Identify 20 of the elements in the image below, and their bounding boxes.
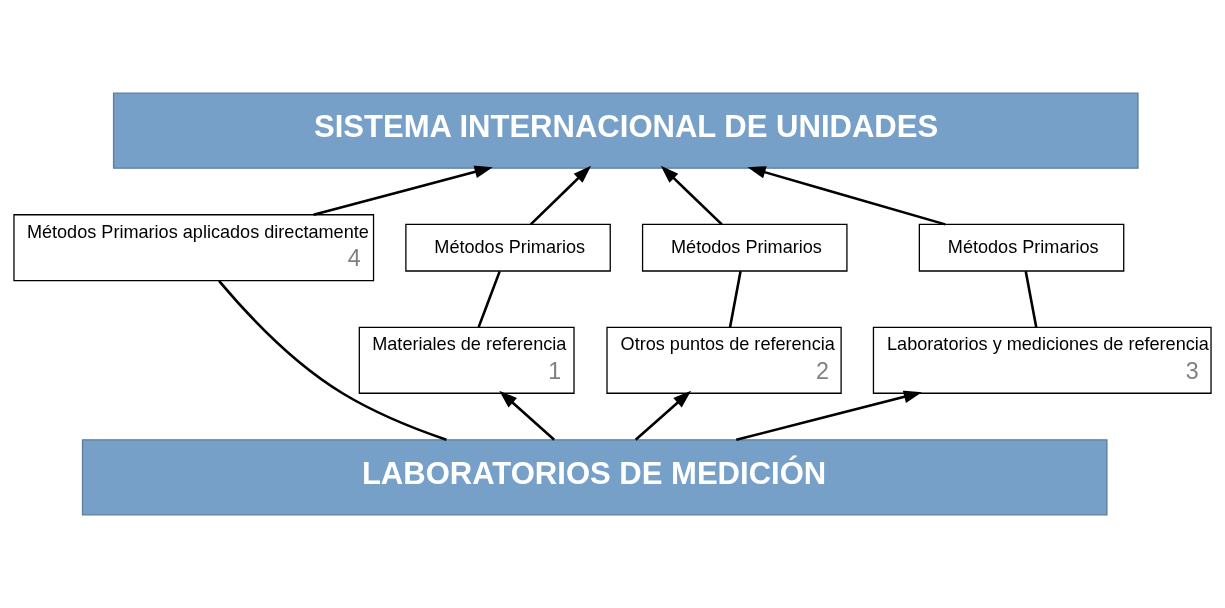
connector — [728, 271, 742, 328]
node-box: Laboratorios y mediciones de referencia 3 — [872, 326, 1212, 394]
node-box: Métodos Primarios — [405, 223, 611, 272]
node-box: Otros puntos de referencia 2 — [606, 326, 842, 394]
node-box: LABORATORIOS DE MEDICIÓN — [81, 439, 1108, 516]
arrow — [660, 165, 723, 226]
arrow — [634, 390, 692, 441]
node-box: Métodos Primarios — [918, 223, 1125, 272]
node-box: Métodos Primarios aplicados directamente 4 — [13, 214, 375, 282]
arrow — [529, 165, 592, 226]
node-box: Métodos Primarios — [641, 223, 848, 272]
node-box: Materiales de referencia 1 — [358, 326, 575, 394]
arrow — [313, 165, 493, 216]
arrow — [747, 166, 946, 226]
connector — [477, 270, 501, 328]
arrow — [499, 390, 556, 441]
node-box: SISTEMA INTERNACIONAL DE UNIDADES — [112, 92, 1139, 169]
arrow — [736, 390, 922, 442]
connector — [218, 280, 447, 441]
connector — [1024, 271, 1038, 328]
